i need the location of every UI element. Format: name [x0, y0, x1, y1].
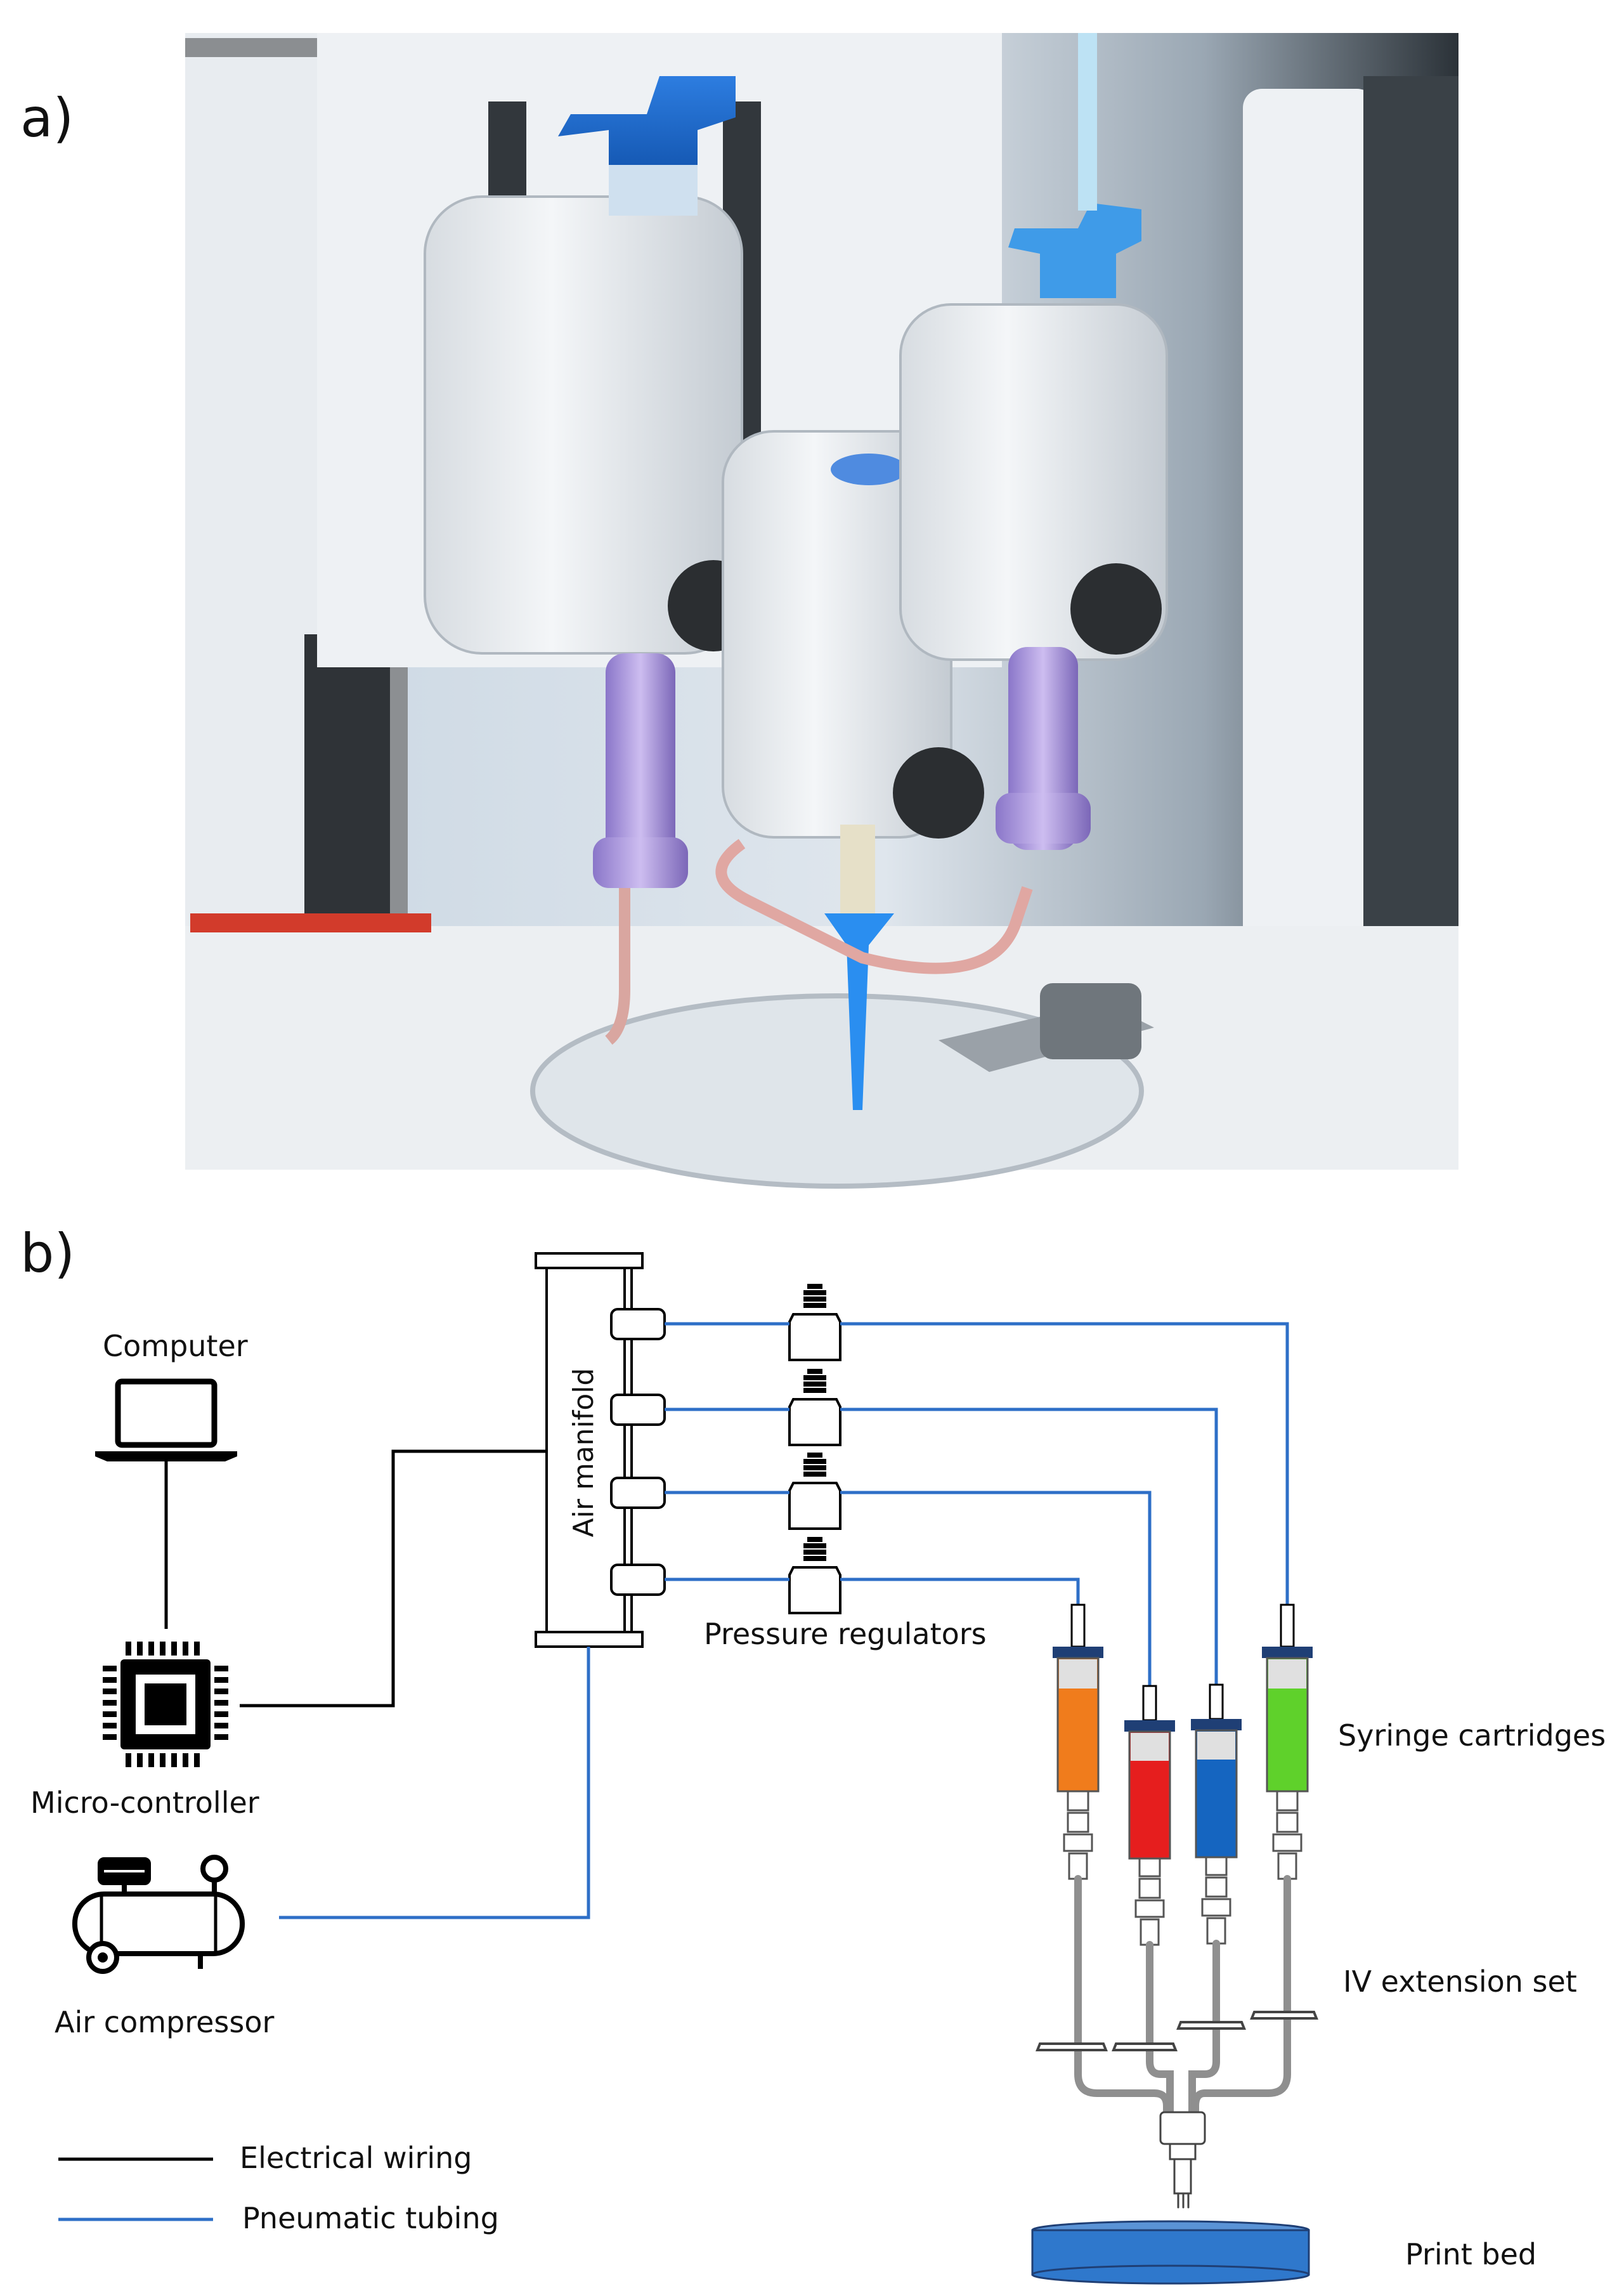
- computer: Computer: [95, 1329, 248, 1461]
- pressure-gauge-icon: [200, 1855, 228, 1883]
- tube-reg-1-syringe-4: [840, 1322, 1289, 1605]
- laptop-base: [95, 1451, 237, 1461]
- iv-line-3: [1188, 1940, 1220, 2116]
- printer-photo: [185, 33, 1458, 1189]
- luer-connector-3: [1201, 1876, 1231, 1945]
- manifold-port-1: [610, 1308, 666, 1340]
- left-luer-ring: [593, 837, 688, 888]
- syringe-3: [1191, 1683, 1242, 1876]
- laptop-screen: [115, 1378, 218, 1448]
- iv-extension-set-label: IV extension set: [1343, 1964, 1577, 1999]
- middle-nozzle-body: [840, 825, 875, 913]
- luer-connector-4: [1272, 1812, 1302, 1880]
- left-syringe-top: [609, 165, 698, 216]
- microchip-icon: [103, 1642, 228, 1767]
- legend-pneumatic-label: Pneumatic tubing: [242, 2201, 499, 2235]
- micro-controller-label: Micro-controller: [30, 1786, 259, 1820]
- tube-reg-4-syringe-1: [840, 1578, 1080, 1605]
- legend: Electrical wiring Pneumatic tubing: [58, 2141, 499, 2235]
- right-cap-tube: [1078, 33, 1097, 211]
- middle-blue-window: [831, 454, 907, 485]
- pressure-regulator-1: [788, 1284, 841, 1361]
- compressor-wheel-hub: [98, 1952, 108, 1963]
- pneumatic-lines: [279, 1322, 1289, 1919]
- wire-controller-manifold: [240, 1449, 547, 1708]
- manifold-bottom-cap: [535, 1631, 644, 1648]
- syringe-cartridges: Syringe cartridges: [1053, 1604, 1606, 1878]
- air-compressor: Air compressor: [55, 1855, 275, 2039]
- electrical-lines: [164, 1449, 547, 1708]
- iv-line-1: [1074, 1875, 1171, 2116]
- pressure-regulators: Pressure regulators: [704, 1284, 987, 1651]
- manifold-port-4: [610, 1564, 666, 1596]
- syringe-1: [1053, 1604, 1103, 1812]
- iv-line-2: [1146, 1941, 1174, 2116]
- manifold-top-cap: [535, 1252, 644, 1269]
- print-bed-bottom: [1031, 2264, 1310, 2285]
- left-tube: [604, 888, 630, 1045]
- tube-reg-2-syringe-3: [840, 1408, 1218, 1685]
- manifold-port-2: [610, 1394, 666, 1426]
- air-compressor-label: Air compressor: [55, 2005, 275, 2039]
- print-bed: Print bed: [1031, 2220, 1536, 2285]
- left-luer: [606, 653, 675, 882]
- micro-controller: Micro-controller: [30, 1642, 259, 1820]
- panel-a-label: a): [20, 87, 74, 149]
- left-cap: [558, 76, 736, 190]
- syringe-4: [1262, 1604, 1313, 1812]
- clip-block: [1040, 983, 1141, 1059]
- iv-extension-set: IV extension set: [1036, 1812, 1577, 2209]
- air-manifold-label: Air manifold: [568, 1368, 600, 1538]
- right-luer-ring: [996, 793, 1091, 844]
- tube-reg-3-syringe-2: [840, 1491, 1152, 1686]
- right-knob: [1070, 563, 1162, 655]
- right-cap: [1008, 203, 1141, 298]
- pink-tube: [715, 839, 1033, 974]
- y-connector: [1159, 2111, 1206, 2209]
- air-manifold: Air manifold: [535, 1252, 666, 1648]
- middle-knob: [893, 747, 984, 839]
- compressor-tank: [72, 1891, 245, 1956]
- legend-electrical-label: Electrical wiring: [240, 2141, 472, 2175]
- luer-connector-1: [1063, 1812, 1093, 1880]
- syringe-2: [1124, 1685, 1175, 1878]
- left-rail: [304, 634, 400, 964]
- base-red-strip: [190, 913, 431, 932]
- left-printhead: [424, 195, 743, 655]
- syringe-cartridges-label: Syringe cartridges: [1338, 1718, 1606, 1753]
- pressure-regulator-2: [788, 1369, 841, 1446]
- roller-clamps: [1036, 2011, 1318, 2051]
- right-frame-panel: [1243, 89, 1376, 1078]
- iv-line-4: [1192, 1875, 1291, 2116]
- computer-label: Computer: [103, 1329, 248, 1363]
- pressure-regulator-4: [788, 1537, 841, 1614]
- manifold-port-3: [610, 1477, 666, 1509]
- pressure-regulators-label: Pressure regulators: [704, 1617, 987, 1651]
- tube-compressor-manifold: [279, 1647, 590, 1919]
- middle-blue-tip: [824, 913, 894, 1110]
- pressure-regulator-3: [788, 1453, 841, 1530]
- panel-b-label: b): [20, 1222, 75, 1284]
- luer-connector-2: [1134, 1878, 1165, 1946]
- print-bed-label: Print bed: [1405, 2237, 1536, 2271]
